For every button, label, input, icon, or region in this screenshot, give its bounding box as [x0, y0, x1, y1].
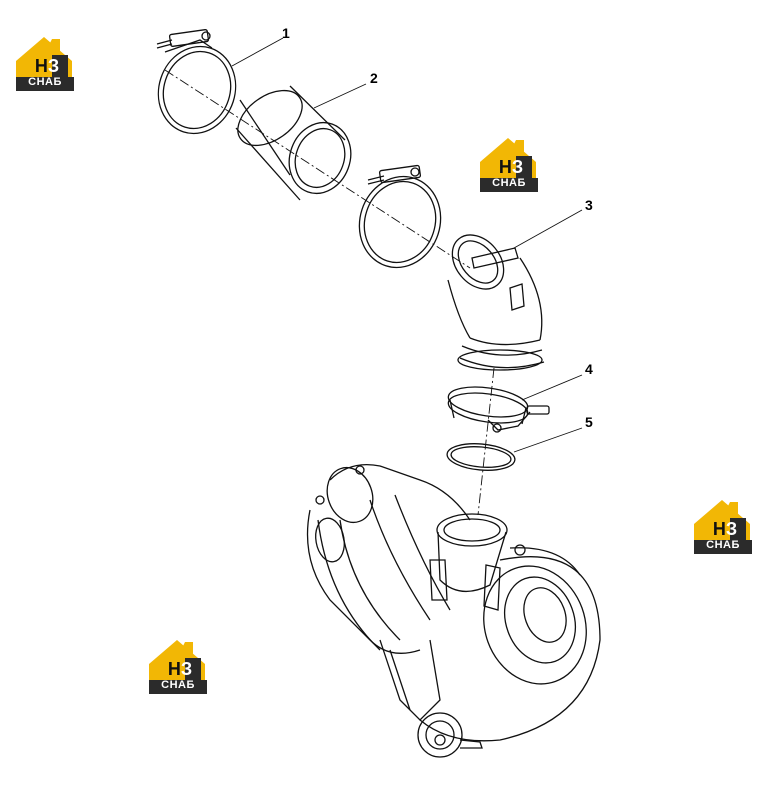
hose-sleeve: [235, 85, 352, 201]
logo-letter-z: З: [47, 56, 60, 76]
callout-1: 1: [282, 25, 290, 41]
logo-letter-h: Н: [34, 56, 48, 76]
watermark-logo: НЗ СНАБ: [12, 33, 76, 91]
centerline-lower: [477, 367, 495, 516]
watermark-logo: НЗ СНАБ: [690, 496, 754, 554]
leader-line-2: [313, 83, 367, 109]
callout-4: 4: [585, 361, 593, 377]
house-logo-icon: [16, 37, 74, 91]
logo-text: СНАБ: [161, 679, 195, 691]
logo-letter-h: Н: [498, 157, 512, 177]
o-ring: [446, 443, 516, 471]
logo-text: СНАБ: [28, 76, 62, 88]
house-logo-icon: [149, 640, 207, 694]
logo-letter-z: З: [180, 659, 193, 679]
v-band-clamp: [447, 386, 550, 433]
logo-text: СНАБ: [706, 539, 740, 551]
logo-letter-z: З: [725, 519, 738, 539]
leader-line-4: [521, 374, 583, 401]
hose-clamp-lower: [358, 164, 442, 269]
watermark-logo: НЗ СНАБ: [476, 134, 540, 192]
callout-5: 5: [585, 414, 593, 430]
house-logo-icon: [480, 138, 538, 192]
house-logo-icon: [694, 500, 752, 554]
watermark-logo: НЗ СНАБ: [145, 636, 209, 694]
logo-text: СНАБ: [492, 177, 526, 189]
hose-clamp-upper: [156, 29, 237, 135]
logo-letter-h: Н: [712, 519, 726, 539]
elbow-pipe: [447, 234, 545, 371]
logo-letter-z: З: [511, 157, 524, 177]
leader-line-3: [513, 209, 583, 249]
callout-3: 3: [585, 197, 593, 213]
leader-line-5: [513, 427, 583, 453]
turbocharger: [306, 463, 601, 758]
leader-line-1: [231, 37, 284, 67]
logo-letter-h: Н: [167, 659, 181, 679]
centerline-upper: [164, 69, 471, 269]
callout-2: 2: [370, 70, 378, 86]
